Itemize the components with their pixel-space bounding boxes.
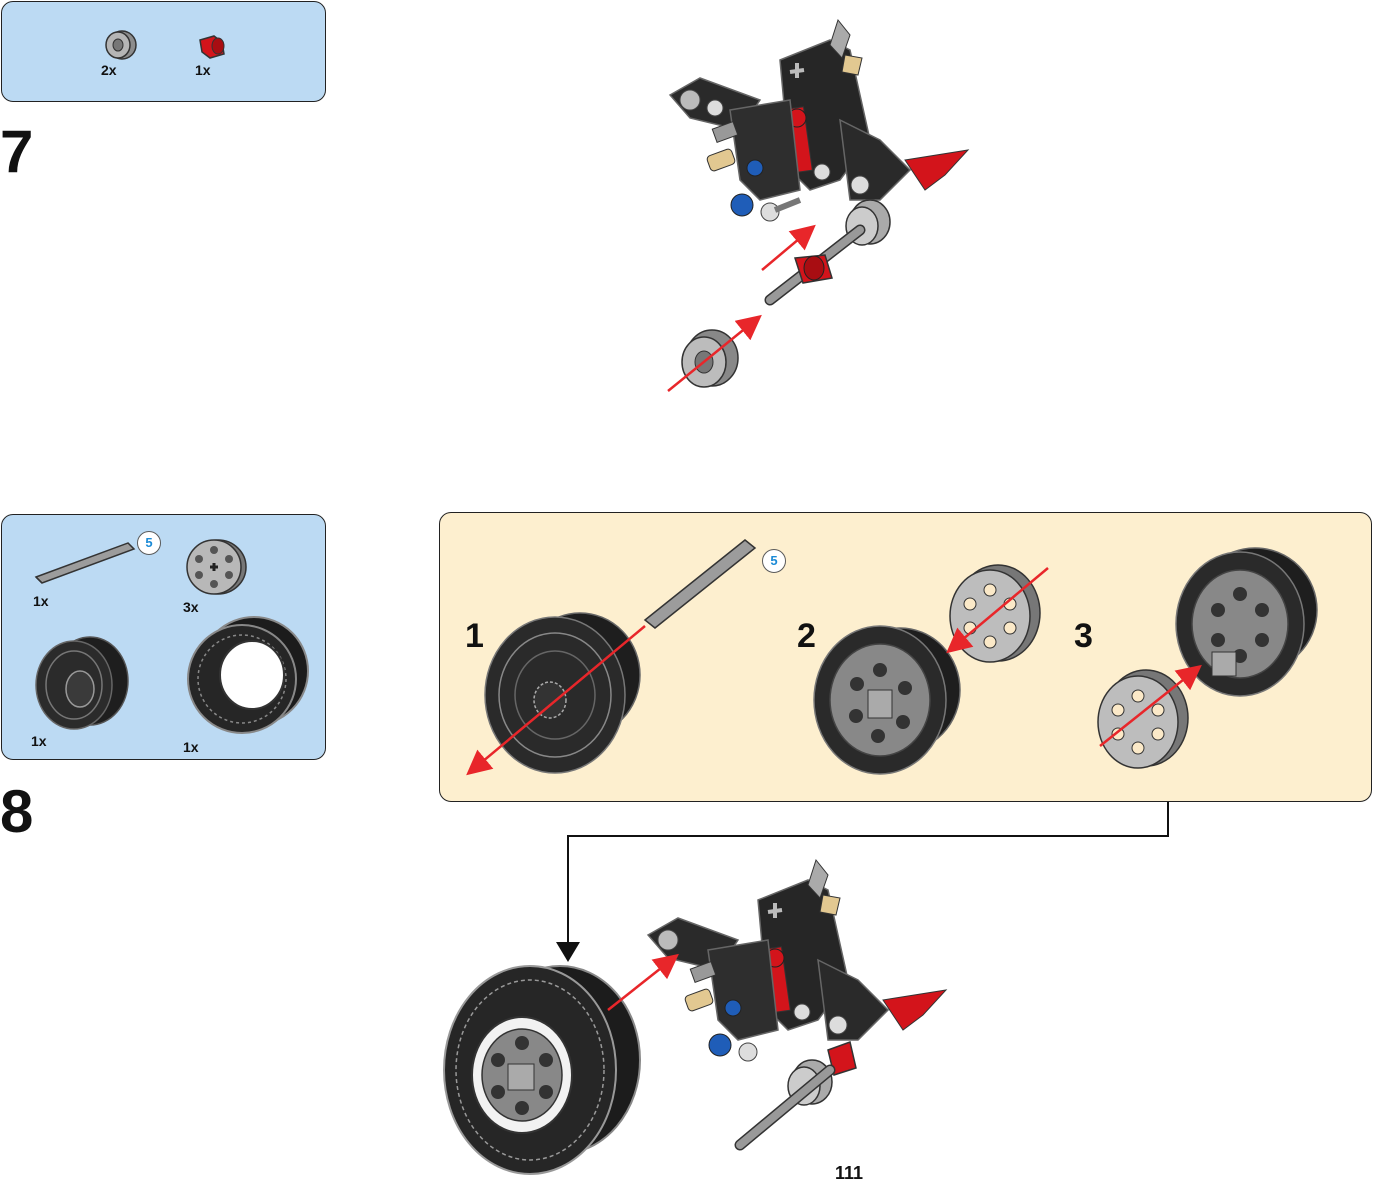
axle-icon (34, 542, 136, 584)
step7-assembly (667, 18, 970, 392)
rim-icon (35, 636, 129, 730)
step8-assembly (443, 858, 948, 1175)
substep-number: 3 (1074, 617, 1093, 655)
step-number: 8 (0, 778, 34, 845)
part-qty: 1x (183, 739, 199, 755)
gray-bush-icon (105, 30, 137, 60)
substep-number: 1 (465, 617, 484, 655)
substep2-illustration (813, 564, 1049, 775)
callout-connector-line (556, 802, 1169, 962)
substep-number: 2 (797, 617, 816, 655)
step7-parts-box: 2x 1x (1, 1, 326, 102)
axle-length-badge: 5 (137, 531, 161, 555)
hub-disc-icon (186, 539, 247, 595)
step8-parts-box: 5 1x 3x 1x 1x (1, 514, 326, 760)
step-number: 7 (0, 118, 34, 185)
red-bush-icon (199, 35, 225, 59)
axle-length-badge: 5 (762, 549, 786, 573)
part-qty: 1x (195, 62, 211, 78)
substep1-illustration (466, 539, 757, 776)
part-qty: 1x (33, 593, 49, 609)
part-qty: 2x (101, 62, 117, 78)
part-qty: 3x (183, 599, 199, 615)
page-number: 111 (835, 1163, 864, 1183)
part-qty: 1x (31, 733, 47, 749)
tire-icon (187, 616, 309, 734)
substep3-illustration (1097, 547, 1318, 769)
